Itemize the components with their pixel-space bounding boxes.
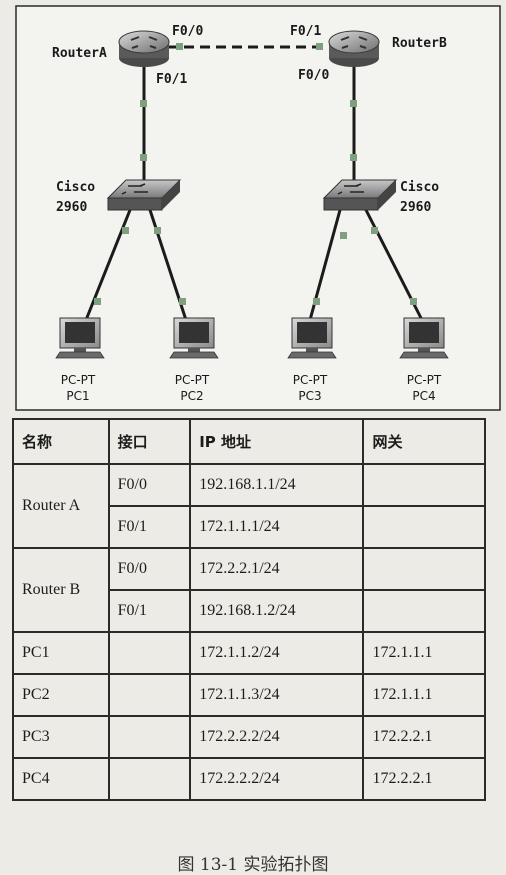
interface-cell: F0/1	[107, 505, 192, 549]
device-name: Router B	[12, 547, 110, 633]
device-name: PC3	[12, 715, 110, 759]
pc2-icon[interactable]	[169, 317, 219, 359]
gateway-cell: 172.1.1.1	[362, 631, 486, 675]
gateway-cell: 172.1.1.1	[362, 673, 486, 717]
pc4-name: PC4	[412, 389, 436, 403]
table-row: Router B F0/0 172.2.2.1/24	[12, 547, 486, 633]
device-name: PC1	[12, 631, 110, 675]
pc2-type: PC-PT	[174, 373, 210, 387]
gateway-cell	[362, 589, 486, 633]
port-label-b-f01: F0/1	[290, 24, 322, 39]
pc2-name: PC2	[180, 389, 204, 403]
pc1-type: PC-PT	[60, 373, 96, 387]
switch-1-model: Cisco	[56, 180, 96, 195]
switch-1-series: 2960	[56, 200, 88, 215]
pc4-type: PC-PT	[406, 373, 442, 387]
router-a-name: RouterA	[52, 46, 107, 61]
pc1-icon[interactable]	[55, 317, 105, 359]
switch-1-icon[interactable]	[106, 179, 182, 211]
device-name: PC4	[12, 757, 110, 801]
pc1-name: PC1	[66, 389, 90, 403]
gateway-cell	[362, 547, 486, 591]
interface-cell: F0/1	[107, 589, 192, 633]
router-a-icon[interactable]	[118, 30, 170, 67]
router-b-icon[interactable]	[328, 30, 380, 67]
ip-cell: 192.168.1.1/24	[189, 463, 365, 507]
ip-cell: 172.2.2.2/24	[189, 715, 365, 759]
table-row: PC2 172.1.1.3/24 172.1.1.1	[12, 673, 486, 717]
gateway-cell	[362, 505, 486, 549]
ip-cell: 172.1.1.2/24	[189, 631, 365, 675]
header-interface: 接口	[107, 418, 192, 465]
switch-2-series: 2960	[400, 200, 432, 215]
header-gateway: 网关	[362, 418, 486, 465]
table-row: F0/1 192.168.1.2/24	[13, 589, 486, 633]
network-topology-diagram	[15, 5, 501, 411]
device-name: PC2	[12, 673, 110, 717]
pc3-icon[interactable]	[287, 317, 337, 359]
port-label-b-f00: F0/0	[298, 68, 330, 83]
pc4-icon[interactable]	[399, 317, 449, 359]
router-b-name: RouterB	[392, 36, 447, 51]
pc3-name: PC3	[298, 389, 322, 403]
table-row: F0/1 172.1.1.1/24	[13, 505, 486, 549]
gateway-cell: 172.2.2.1	[362, 715, 486, 759]
port-label-a-f01: F0/1	[156, 72, 188, 87]
ip-address-table: 名称 接口 IP 地址 网关 Router A F0/0 192.168.1.1…	[12, 418, 486, 801]
ip-cell: 172.2.2.2/24	[189, 757, 365, 801]
switch-2-model: Cisco	[400, 180, 440, 195]
ip-cell: 172.2.2.1/24	[189, 547, 365, 591]
switch-2-icon[interactable]	[322, 179, 398, 211]
link-endpoint-markers	[94, 43, 417, 305]
table-row: PC3 172.2.2.2/24 172.2.2.1	[12, 715, 486, 759]
pc3-type: PC-PT	[292, 373, 328, 387]
port-label-a-f00: F0/0	[172, 24, 204, 39]
table-header-row: 名称 接口 IP 地址 网关	[12, 418, 486, 465]
header-name: 名称	[12, 418, 110, 465]
table-row: PC1 172.1.1.2/24 172.1.1.1	[12, 631, 486, 675]
device-name: Router A	[12, 463, 110, 549]
ip-cell: 192.168.1.2/24	[189, 589, 365, 633]
header-ip: IP 地址	[189, 418, 365, 465]
gateway-cell	[362, 463, 486, 507]
ip-cell: 172.1.1.3/24	[189, 673, 365, 717]
interface-cell: F0/0	[107, 547, 192, 591]
table-row: PC4 172.2.2.2/24 172.2.2.1	[12, 757, 486, 801]
interface-cell	[107, 715, 192, 759]
table-row: Router A F0/0 192.168.1.1/24	[12, 463, 486, 549]
interface-cell	[107, 673, 192, 717]
interface-cell	[107, 631, 192, 675]
interface-cell: F0/0	[107, 463, 192, 507]
figure-caption: 图 13-1 实验拓扑图	[177, 855, 329, 875]
gateway-cell: 172.2.2.1	[362, 757, 486, 801]
interface-cell	[107, 757, 192, 801]
ip-cell: 172.1.1.1/24	[189, 505, 365, 549]
